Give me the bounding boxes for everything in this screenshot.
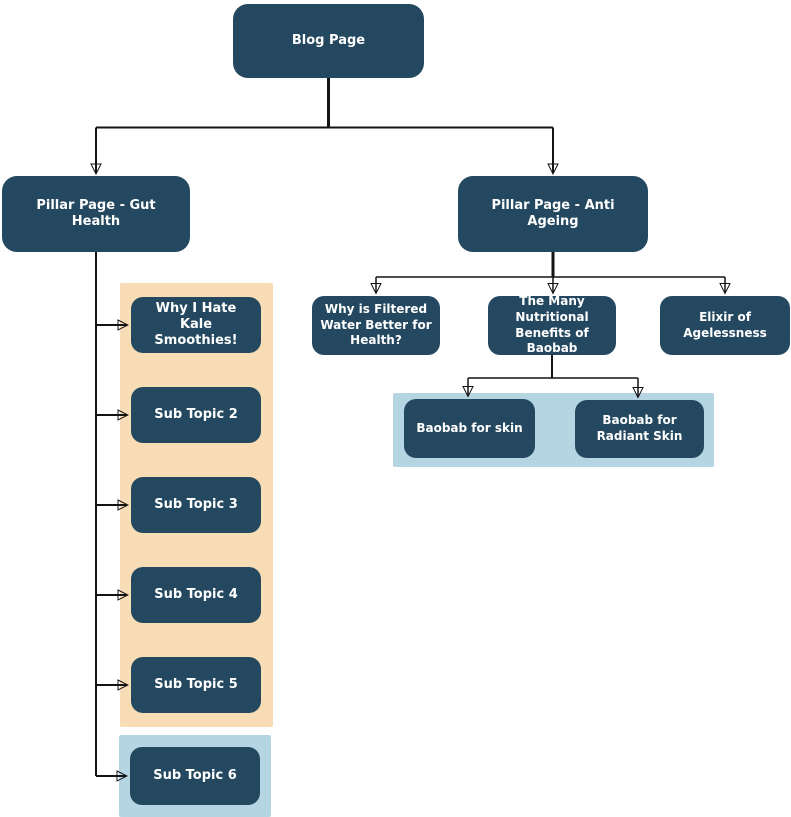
node-baobab-for-skin: Baobab for skin <box>404 399 535 458</box>
node-sub-topic-3: Sub Topic 3 <box>131 477 261 533</box>
node-pillar-anti-ageing: Pillar Page - Anti Ageing <box>458 176 648 252</box>
node-kale-smoothies: Why I Hate Kale Smoothies! <box>131 297 261 353</box>
node-filtered-water: Why is Filtered Water Better for Health? <box>312 296 440 355</box>
connector-baobab-to-subtopics <box>468 355 638 397</box>
node-sub-topic-5: Sub Topic 5 <box>131 657 261 713</box>
connector-blog-to-pillars <box>96 78 553 173</box>
node-sub-topic-2: Sub Topic 2 <box>131 387 261 443</box>
node-blog-page: Blog Page <box>233 4 424 78</box>
connector-gut-to-subtopics <box>95 252 127 776</box>
node-sub-topic-6: Sub Topic 6 <box>130 747 260 805</box>
node-sub-topic-4: Sub Topic 4 <box>131 567 261 623</box>
connector-anti-ageing-to-articles <box>376 252 725 293</box>
node-baobab-benefits: The Many Nutritional Benefits of Baobab <box>488 294 616 355</box>
node-elixir-of-agelessness: Elixir of Agelessness <box>660 296 790 355</box>
node-baobab-for-radiant-skin: Baobab for Radiant Skin <box>575 400 704 458</box>
node-pillar-gut-health: Pillar Page - Gut Health <box>2 176 190 252</box>
